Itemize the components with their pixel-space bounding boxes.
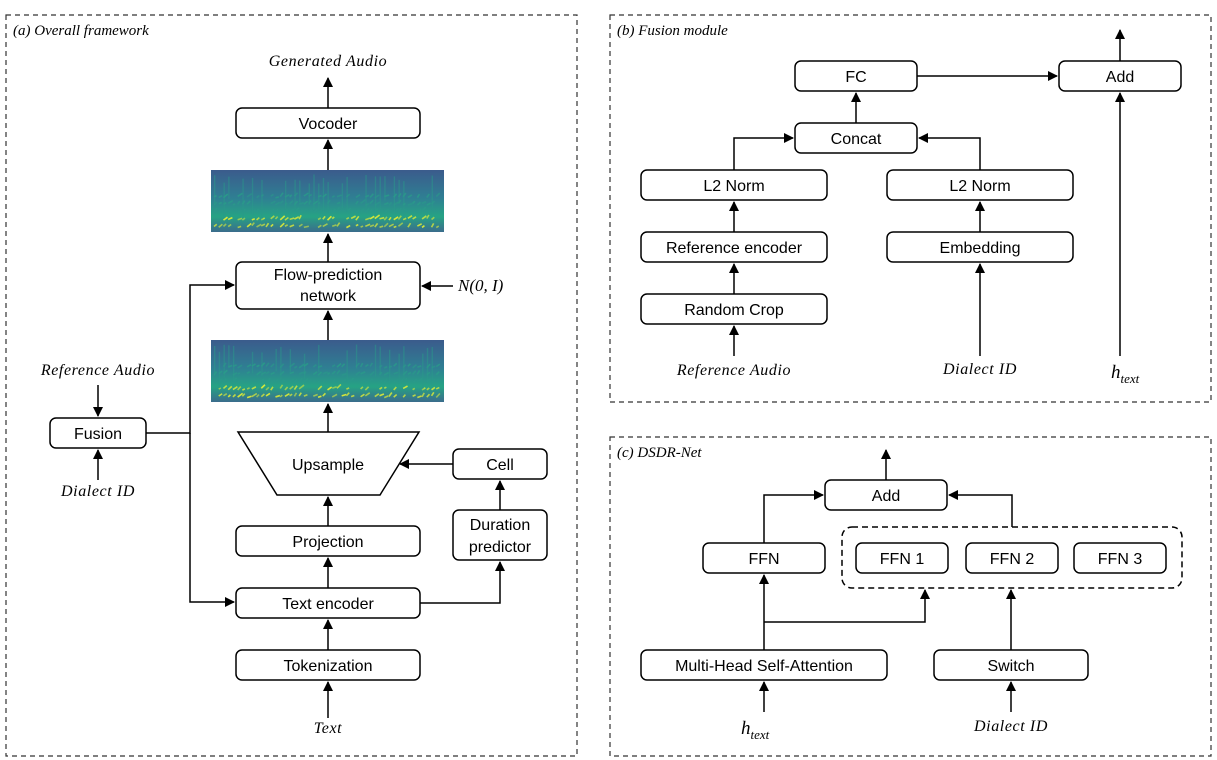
mel-spectrogram-output [211,170,444,232]
ffn1-box [855,542,949,574]
fusion-label: Fusion [74,426,122,443]
text-input-label: Text [314,720,342,737]
l2-norm-left-label: L2 Norm [703,178,764,195]
duration-predictor-label-1: Duration [470,517,530,534]
fc-label: FC [845,69,866,86]
ffn3-box [1073,542,1167,574]
ffn3-label: FFN 3 [1098,551,1143,568]
upsample-trapezoid [236,431,421,496]
dialect-id-label-b: Dialect ID [942,361,1017,378]
panel-a-caption: (a) Overall framework [13,23,149,39]
h-text-label-b: htext [1111,362,1140,386]
panel-fusion-module: (b) Fusion module FC Add Concat L2 Norm … [609,14,1212,403]
vocoder-label: Vocoder [299,116,358,133]
panel-c-caption: (c) DSDR-Net [617,445,702,461]
panel-c-border [609,436,1212,757]
ffn-label: FFN [748,551,779,568]
panel-a-border [5,14,578,757]
switch-label: Switch [987,658,1034,675]
concat-label: Concat [831,131,882,148]
mel-spectrogram-input [211,340,444,402]
ffn2-label: FFN 2 [990,551,1035,568]
l2-norm-right-label: L2 Norm [949,178,1010,195]
panel-b-border [609,14,1212,403]
panel-dsdr-net: (c) DSDR-Net Add FFN FFN 1 FFN 2 FFN 3 M… [609,436,1212,757]
reference-encoder-label: Reference encoder [666,240,803,257]
duration-predictor-label-2: predictor [469,539,532,556]
add-label-b: Add [1106,69,1134,86]
embedding-label: Embedding [940,240,1021,257]
ffn2-box [965,542,1059,574]
panel-c-edges [759,449,1016,712]
panel-b-edges [729,29,1125,356]
spectrogram-harmonics [213,344,441,399]
upsample-label: Upsample [292,457,364,474]
panel-overall-framework: (a) Overall framework Generated Audio Vo… [5,14,578,757]
add-label-c: Add [872,488,900,505]
dialect-id-label-c: Dialect ID [973,718,1048,735]
mhsa-label: Multi-Head Self-Attention [675,658,853,675]
h-text-label-c: htext [741,718,770,742]
panel-b-caption: (b) Fusion module [617,23,728,39]
projection-label: Projection [292,534,363,551]
ffn1-label: FFN 1 [880,551,925,568]
tokenization-label: Tokenization [284,658,373,675]
dialect-id-label-a: Dialect ID [60,483,135,500]
text-encoder-label: Text encoder [282,596,374,613]
reference-audio-label-a: Reference Audio [40,362,155,379]
flow-prediction-label-1: Flow-prediction [274,267,382,284]
spectrogram-harmonics [213,174,441,229]
flow-prediction-label-2: network [300,288,357,305]
panel-a-edges [93,77,505,718]
random-crop-label: Random Crop [684,302,784,319]
noise-label: N(0, I) [457,276,504,295]
cell-label: Cell [486,457,514,474]
reference-audio-label-b: Reference Audio [676,362,791,379]
generated-audio-label: Generated Audio [269,53,387,70]
